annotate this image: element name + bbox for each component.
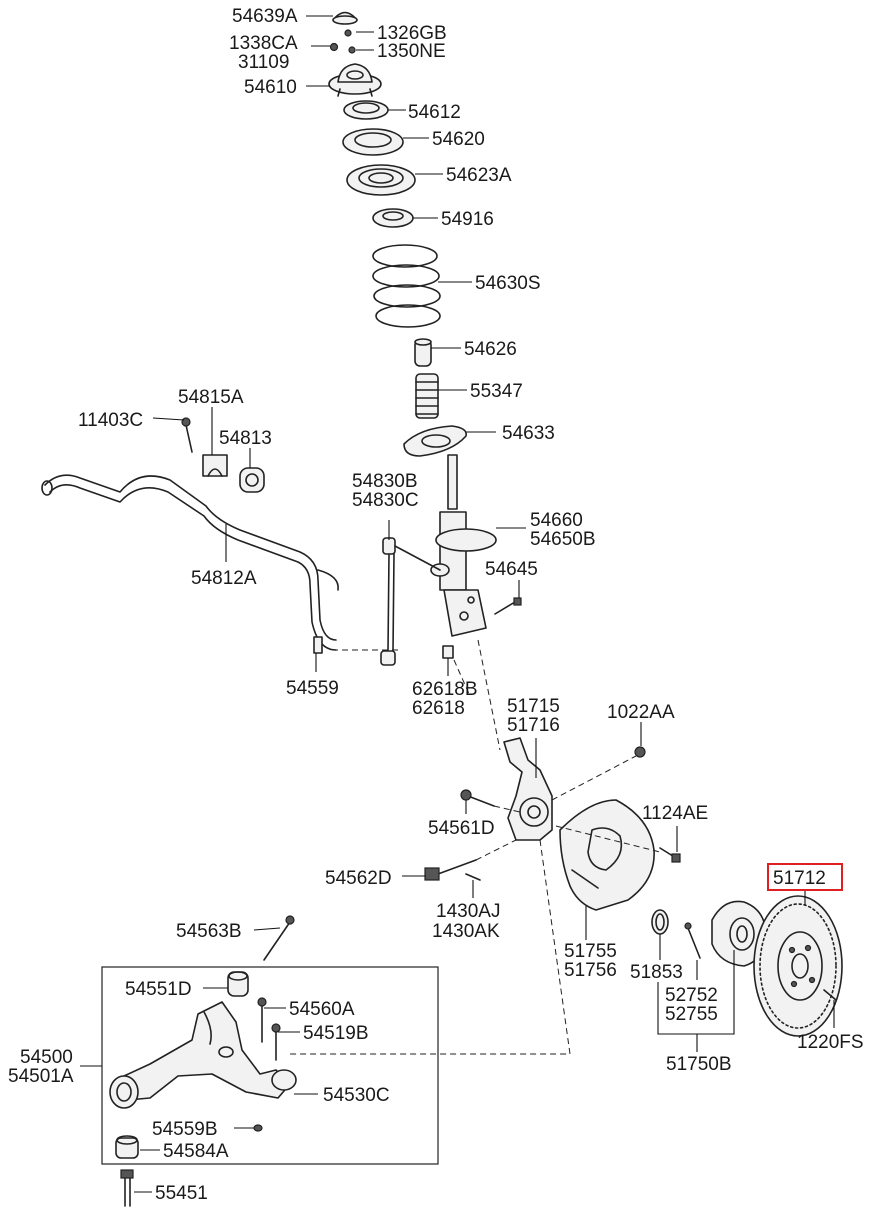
coil-spring [372, 244, 441, 328]
label-54620[interactable]: 54620 [432, 129, 485, 150]
label-52752[interactable]: 52752 [665, 985, 718, 1006]
label-54501A[interactable]: 54501A [8, 1066, 74, 1087]
stabilizer-bushing [181, 417, 265, 493]
label-51853[interactable]: 51853 [630, 962, 683, 983]
label-62618[interactable]: 62618 [412, 698, 465, 719]
lower-arm-rear-bushing [115, 1135, 139, 1159]
label-52755[interactable]: 52755 [665, 1004, 718, 1025]
label-1124AE[interactable]: 1124AE [642, 803, 708, 824]
label-1350NE[interactable]: 1350NE [377, 41, 446, 62]
label-1430AJ[interactable]: 1430AJ [436, 901, 500, 922]
label-54561D[interactable]: 54561D [428, 818, 495, 839]
strut-top-cap [329, 11, 358, 54]
strut-bearing [343, 100, 389, 120]
label-54559B[interactable]: 54559B [152, 1119, 218, 1140]
label-54560A[interactable]: 54560A [289, 999, 355, 1020]
spring-spacer [372, 208, 414, 228]
strut-assembly [435, 454, 497, 637]
bump-stopper [414, 338, 432, 367]
label-54813[interactable]: 54813 [219, 428, 272, 449]
label-54623A[interactable]: 54623A [446, 165, 512, 186]
label-54559[interactable]: 54559 [286, 678, 339, 699]
knuckle-bolts [424, 746, 681, 881]
label-54916[interactable]: 54916 [441, 209, 494, 230]
label-51712[interactable]: 51712 [773, 868, 826, 889]
label-54562D[interactable]: 54562D [325, 868, 392, 889]
stabilizer-bar [41, 474, 339, 651]
label-1338CA[interactable]: 1338CA [229, 33, 298, 54]
lower-arm-bolts [253, 997, 281, 1132]
part-labels: 54639A 1326GB 1338CA 31109 1350NE 54610 … [8, 6, 864, 1204]
spring-upper-seat [346, 164, 416, 196]
leader-lines [80, 15, 835, 1193]
label-1326GB[interactable]: 1326GB [377, 23, 447, 44]
label-31109[interactable]: 31109 [238, 52, 289, 73]
label-54830B[interactable]: 54830B [352, 471, 418, 492]
label-11403C[interactable]: 11403C [78, 410, 143, 431]
dust-cover [415, 373, 439, 419]
label-51756[interactable]: 51756 [564, 960, 617, 981]
spring-upper-plate [342, 128, 404, 156]
label-54645[interactable]: 54645 [485, 559, 538, 580]
lower-arm-long-bolt [120, 1169, 134, 1207]
label-54500[interactable]: 54500 [20, 1047, 73, 1068]
label-54519B[interactable]: 54519B [303, 1023, 369, 1044]
label-54815A[interactable]: 54815A [178, 387, 244, 408]
parts-artwork [41, 11, 843, 1207]
link-bolts [313, 597, 522, 659]
label-62618B[interactable]: 62618B [412, 679, 478, 700]
label-54830C[interactable]: 54830C [352, 490, 419, 511]
label-54633[interactable]: 54633 [502, 423, 555, 444]
label-54612[interactable]: 54612 [408, 102, 461, 123]
label-1022AA[interactable]: 1022AA [607, 702, 675, 723]
lower-arm-bushing [227, 915, 295, 997]
assembly-dashed-lines [290, 639, 661, 1055]
label-54584A[interactable]: 54584A [163, 1141, 229, 1162]
label-54639A[interactable]: 54639A [232, 6, 298, 27]
label-54610[interactable]: 54610 [244, 77, 297, 98]
label-54812A[interactable]: 54812A [191, 568, 257, 589]
steering-knuckle [503, 737, 553, 841]
label-51715[interactable]: 51715 [507, 696, 560, 717]
lower-spring-pad [403, 425, 468, 457]
label-54650B[interactable]: 54650B [530, 529, 596, 550]
label-54563B[interactable]: 54563B [176, 921, 242, 942]
wheel-hub [651, 900, 767, 967]
label-51750B[interactable]: 51750B [666, 1054, 732, 1075]
label-54551D[interactable]: 54551D [125, 979, 192, 1000]
label-55347[interactable]: 55347 [470, 381, 523, 402]
label-54626[interactable]: 54626 [464, 339, 517, 360]
label-51755[interactable]: 51755 [564, 941, 617, 962]
lower-control-arm [109, 1001, 297, 1109]
stabilizer-link [380, 537, 450, 666]
label-54660[interactable]: 54660 [530, 510, 583, 531]
highlight-box-51712 [767, 863, 843, 891]
label-54530C[interactable]: 54530C [323, 1085, 390, 1106]
label-1220FS[interactable]: 1220FS [797, 1032, 864, 1053]
label-55451[interactable]: 55451 [155, 1183, 208, 1204]
label-54630S[interactable]: 54630S [475, 273, 541, 294]
brake-disc [753, 895, 843, 1037]
label-1430AK[interactable]: 1430AK [432, 921, 500, 942]
dust-shield [559, 799, 655, 911]
label-51716[interactable]: 51716 [507, 715, 560, 736]
strut-mount [328, 63, 382, 97]
